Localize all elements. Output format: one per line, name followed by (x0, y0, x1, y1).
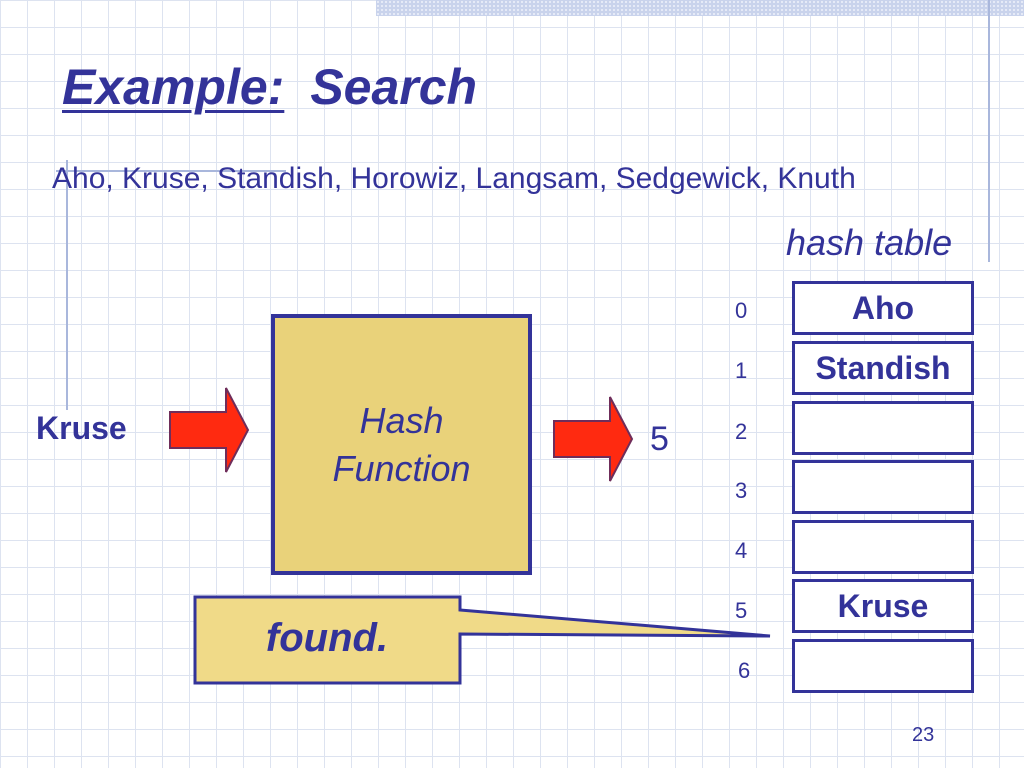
found-callout-text: found. (265, 616, 389, 660)
hash-table-cell-3 (792, 460, 974, 514)
hash-function-label-line2: Function (332, 447, 471, 489)
slide-title: Example: Search (62, 58, 477, 116)
names-list: Aho, Kruse, Standish, Horowiz, Langsam, … (52, 162, 856, 195)
hash-table-caption: hash table (786, 222, 953, 263)
found-callout-shape (193, 595, 771, 685)
left-decorative-line (66, 160, 68, 410)
input-key-label: Kruse (36, 410, 127, 446)
slide-title-search: Search (310, 59, 478, 115)
hash-table-index-3: 3 (735, 478, 748, 503)
hash-table-index-6: 6 (738, 658, 751, 683)
hash-table-index-2: 2 (735, 419, 748, 444)
hash-output-index: 5 (650, 420, 669, 458)
hash-table-cell-2 (792, 401, 974, 455)
hash-table-index-1: 1 (735, 358, 748, 383)
hash-function-box: Hash Function (271, 314, 532, 575)
right-decorative-line (988, 0, 990, 262)
page-number: 23 (912, 724, 935, 746)
subtitle-decorative-line (56, 170, 286, 172)
hash-table-cell-4 (792, 520, 974, 574)
hash-table-index-5: 5 (735, 598, 748, 623)
hash-table-cell-5: Kruse (792, 579, 974, 633)
input-arrow-icon (169, 387, 250, 473)
output-arrow-icon (553, 396, 634, 482)
top-decorative-band (376, 0, 1024, 16)
hash-function-label-line1: Hash (359, 399, 444, 441)
hash-table-cell-1: Standish (792, 341, 974, 395)
hash-table-index-4: 4 (735, 538, 748, 563)
slide-title-example: Example: (62, 59, 285, 115)
hash-table-cell-6 (792, 639, 974, 693)
hash-table-index-0: 0 (735, 298, 748, 323)
hash-table-cell-0: Aho (792, 281, 974, 335)
